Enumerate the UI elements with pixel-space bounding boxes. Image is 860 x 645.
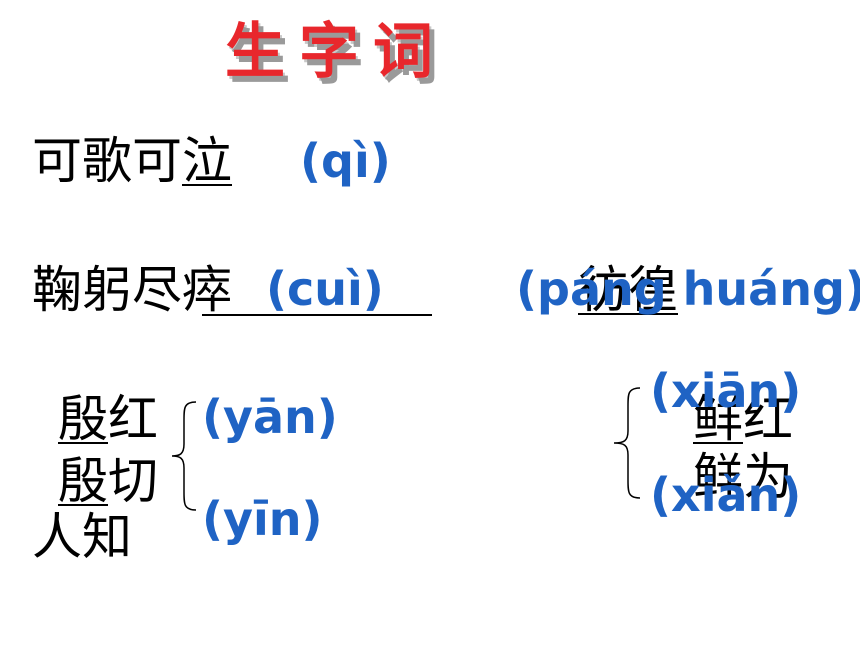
word-xian-wei: 鲜为	[693, 448, 793, 506]
pinyin-pang-huang: (páng huáng)	[516, 262, 860, 316]
underlined-character: 殷	[58, 452, 108, 510]
pinyin-qi: (qì)	[300, 134, 391, 188]
left-brace	[171, 401, 197, 511]
word-ju-gong-jin-cui: 鞠躬尽瘁	[32, 265, 232, 315]
word-prefix: 鞠躬尽	[32, 261, 182, 319]
word-ren-zhi: 人知	[32, 508, 132, 566]
word-ke-ge-ke-qi: 可歌可泣	[32, 136, 232, 186]
underlined-word: 彷徨	[578, 261, 678, 319]
slide-title: 生字词	[225, 17, 447, 87]
pinyin-xian-3: (xiǎn)	[650, 468, 802, 522]
underlined-character: 殷	[58, 390, 108, 448]
underlined-character: 瘁	[182, 261, 232, 319]
word-rest: 红	[108, 390, 158, 448]
pinyin-yin: (yīn)	[202, 492, 323, 546]
word-prefix: 可歌可	[32, 132, 182, 190]
right-brace	[613, 387, 641, 499]
word-xian-hong: 鲜红	[693, 394, 793, 444]
underlined-character: 鲜	[693, 390, 743, 448]
pinyin-yan: (yān)	[202, 390, 338, 444]
underline-blank	[202, 314, 432, 316]
underlined-character: 泣	[182, 132, 232, 190]
word-rest: 红	[743, 390, 793, 448]
word-rest: 切	[108, 452, 158, 510]
pinyin-cui: (cuì)	[266, 262, 384, 316]
pinyin-xian-1: (xiān)	[650, 364, 802, 418]
word-pang-huang: 彷徨	[578, 265, 678, 315]
word-yan-hong: 殷红	[58, 394, 158, 444]
word-yin-qie: 殷切	[58, 456, 158, 506]
